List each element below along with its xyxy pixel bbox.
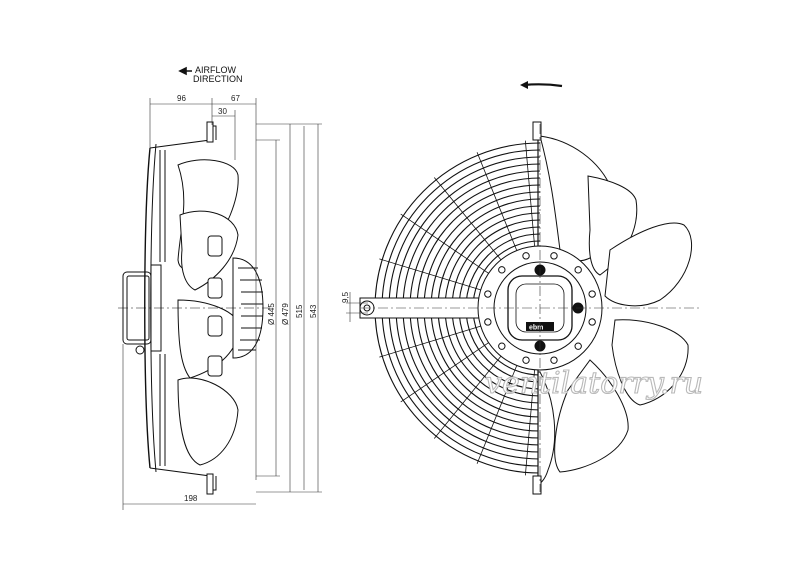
- hub-bolt: [498, 266, 506, 274]
- guard-spoke: [476, 365, 518, 464]
- hub-bolt: [550, 252, 558, 260]
- guard-spoke: [379, 325, 481, 358]
- dim-479: Ø 479: [281, 303, 290, 325]
- hub-bolt: [484, 290, 492, 298]
- hub-bolt: [588, 290, 596, 298]
- guard-spoke: [433, 355, 502, 439]
- dim-198: 198: [184, 494, 198, 503]
- airflow-line2: DIRECTION: [193, 74, 243, 84]
- hub-bolt: [522, 356, 530, 364]
- hub-bolt: [574, 342, 582, 350]
- dim-445: Ø 445: [267, 303, 276, 325]
- airflow-arrow-icon: [178, 66, 192, 76]
- guard-spoke: [476, 152, 518, 251]
- hub-bolt: [522, 252, 530, 260]
- guard-spoke: [400, 213, 489, 274]
- impeller-blades: [537, 135, 693, 485]
- dim-9-5: 9,5: [341, 291, 350, 303]
- hub-bolts: [484, 252, 596, 364]
- side-dimensions: [122, 98, 322, 510]
- guard-spoke: [524, 369, 535, 476]
- side-view: [118, 121, 270, 495]
- logo-text: ebm: [529, 325, 543, 332]
- dim-96: 96: [177, 94, 186, 103]
- dim-9-5-lines: [346, 292, 368, 322]
- side-blade-bottom: [177, 377, 239, 466]
- rotation-arrow-icon: [523, 83, 563, 88]
- front-view: ebm 9,5: [341, 81, 700, 495]
- hub-bolt: [498, 342, 506, 350]
- dim-515: 515: [295, 304, 304, 318]
- watermark: ventilatorry.ru: [485, 366, 703, 401]
- guard-spoke: [379, 258, 481, 291]
- dim-67: 67: [231, 94, 240, 103]
- airflow-line1: AIRFLOW: [195, 65, 237, 75]
- hub-bolt: [588, 318, 596, 326]
- dim-543: 543: [309, 304, 318, 318]
- guard-spoke: [433, 177, 502, 261]
- dim-30: 30: [218, 107, 227, 116]
- airflow-direction-label: AIRFLOW DIRECTION: [178, 65, 243, 84]
- hub-bolt: [550, 356, 558, 364]
- hub-bolt: [484, 318, 492, 326]
- hub-bolt: [574, 266, 582, 274]
- guard-spoke: [400, 342, 489, 403]
- guard-spoke: [524, 140, 535, 247]
